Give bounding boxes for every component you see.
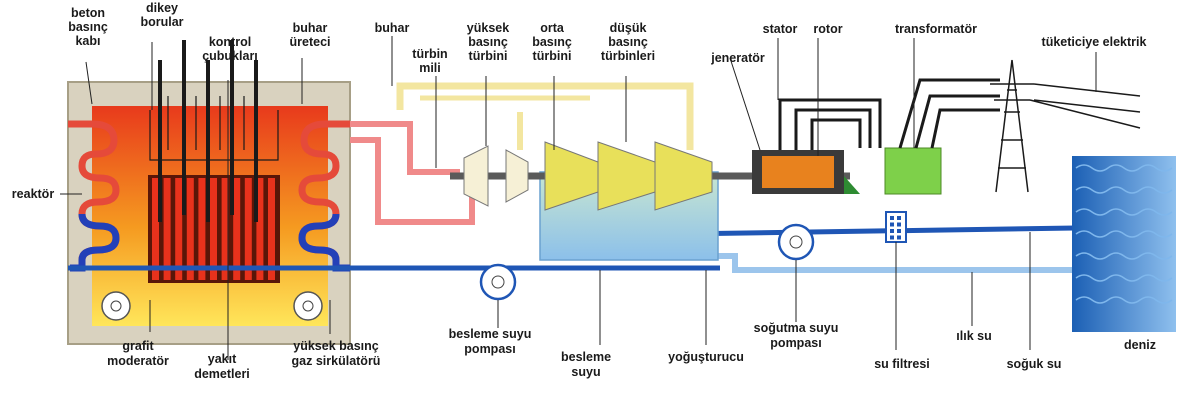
label-condenser: yoğuşturucu bbox=[668, 350, 744, 364]
leader-lines bbox=[60, 36, 1097, 360]
label-consumer-electricity: tüketiciye elektrik bbox=[1042, 35, 1147, 49]
medium-pressure-turbine bbox=[505, 149, 529, 203]
hot-steam-pipe bbox=[350, 121, 460, 175]
label-rotor: rotor bbox=[813, 22, 842, 36]
label-sea: deniz bbox=[1124, 338, 1156, 352]
label-reactor: reaktör bbox=[12, 187, 55, 201]
label-water-filter: su filtresi bbox=[874, 357, 930, 371]
high-pressure-turbine bbox=[463, 145, 489, 207]
turbine-hall bbox=[450, 141, 850, 261]
cooling-water-out bbox=[700, 253, 1075, 273]
pipes bbox=[68, 82, 1076, 273]
generator bbox=[752, 150, 860, 194]
pylon-icon bbox=[990, 59, 1141, 193]
steam-loop bbox=[396, 82, 694, 150]
transformer bbox=[884, 147, 942, 195]
low-pressure-turbines bbox=[544, 141, 713, 211]
label-steam: buhar bbox=[375, 21, 410, 35]
sea-waves-icon bbox=[1072, 156, 1176, 332]
label-transformer: transformatör bbox=[895, 22, 977, 36]
fuel-block bbox=[148, 175, 280, 283]
label-cold-water: soğuk su bbox=[1007, 357, 1062, 371]
label-warm-water: ılık su bbox=[956, 329, 991, 343]
control-rods bbox=[158, 40, 258, 222]
generator-rotor bbox=[762, 156, 834, 188]
gas-circulator-right-icon bbox=[293, 291, 323, 321]
reactor bbox=[67, 40, 351, 345]
gas-circulator-left-icon bbox=[101, 291, 131, 321]
water-filter-icon bbox=[885, 211, 907, 243]
label-generator: jeneratör bbox=[710, 51, 765, 65]
cooling-water-pump-icon bbox=[777, 223, 815, 261]
feed-water-pump-icon bbox=[479, 263, 517, 301]
label-stator: stator bbox=[763, 22, 798, 36]
